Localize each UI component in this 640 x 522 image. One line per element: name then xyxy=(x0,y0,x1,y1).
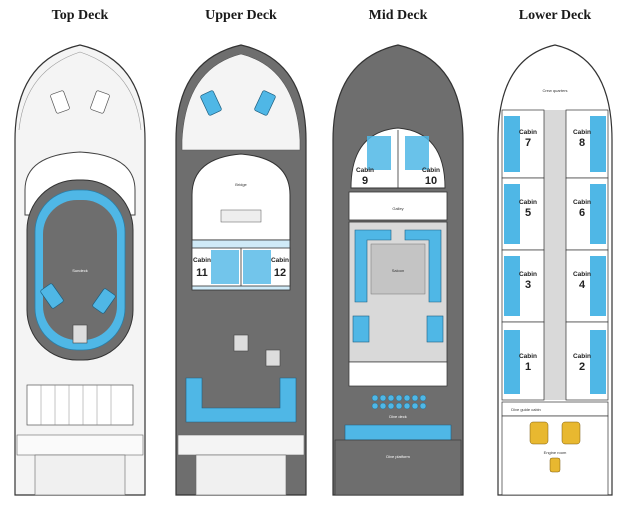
cabin-word: Cabin xyxy=(573,129,591,136)
cabin-word: Cabin xyxy=(356,167,374,174)
cabin-6-number: 6 xyxy=(579,207,585,219)
cabin-word: Cabin xyxy=(519,271,537,278)
crew-quarters-label: Crew quarters xyxy=(542,88,567,93)
cabin-5-number: 5 xyxy=(525,207,531,219)
lower-deck-plan: Crew quarters Cabin 7 Cabin 8 Cabin 5 Ca… xyxy=(497,44,613,496)
engine-room-label: Engine room xyxy=(544,450,567,455)
cabin-word: Cabin xyxy=(193,257,211,264)
deck-title-mid: Mid Deck xyxy=(368,8,428,23)
cabin-word: Cabin xyxy=(422,167,440,174)
upper-deck-plan: Bridge Cabin 11 Cabin 12 xyxy=(175,44,307,496)
cabin-12-number: 12 xyxy=(274,267,286,279)
cabin-8-number: 8 xyxy=(579,137,585,149)
top-deck-plan: Sundeck xyxy=(14,44,146,496)
cabin-9-number: 9 xyxy=(362,175,368,187)
cabin-word: Cabin xyxy=(519,199,537,206)
dive-guide-cabin-label: Dive guide cabin xyxy=(511,407,541,412)
deck-title-lower: Lower Deck xyxy=(518,8,592,23)
cabin-3-number: 3 xyxy=(525,279,531,291)
cabin-10-number: 10 xyxy=(425,175,437,187)
cabin-word: Cabin xyxy=(573,353,591,360)
sundeck-label: Sundeck xyxy=(72,268,88,273)
deck-title-top: Top Deck xyxy=(51,8,109,23)
cabin-7-number: 7 xyxy=(525,137,531,149)
galley-label: Galley xyxy=(392,206,403,211)
cabin-1-number: 1 xyxy=(525,361,531,373)
cabin-2-number: 2 xyxy=(579,361,585,373)
saloon-label: Saloon xyxy=(392,268,404,273)
cabin-4-number: 4 xyxy=(579,279,586,291)
deck-title-upper: Upper Deck xyxy=(205,8,277,23)
cabin-word: Cabin xyxy=(573,271,591,278)
cabin-word: Cabin xyxy=(519,129,537,136)
cabin-11-number: 11 xyxy=(196,267,208,279)
dive-platform-label: Dive platform xyxy=(386,454,410,459)
mid-deck-plan: Cabin 9 Cabin 10 Galley Saloon Dive deck… xyxy=(332,44,464,496)
cabin-word: Cabin xyxy=(573,199,591,206)
bridge-label: Bridge xyxy=(235,182,247,187)
cabin-word: Cabin xyxy=(519,353,537,360)
dive-deck-label: Dive deck xyxy=(389,414,407,419)
cabin-word: Cabin xyxy=(271,257,289,264)
